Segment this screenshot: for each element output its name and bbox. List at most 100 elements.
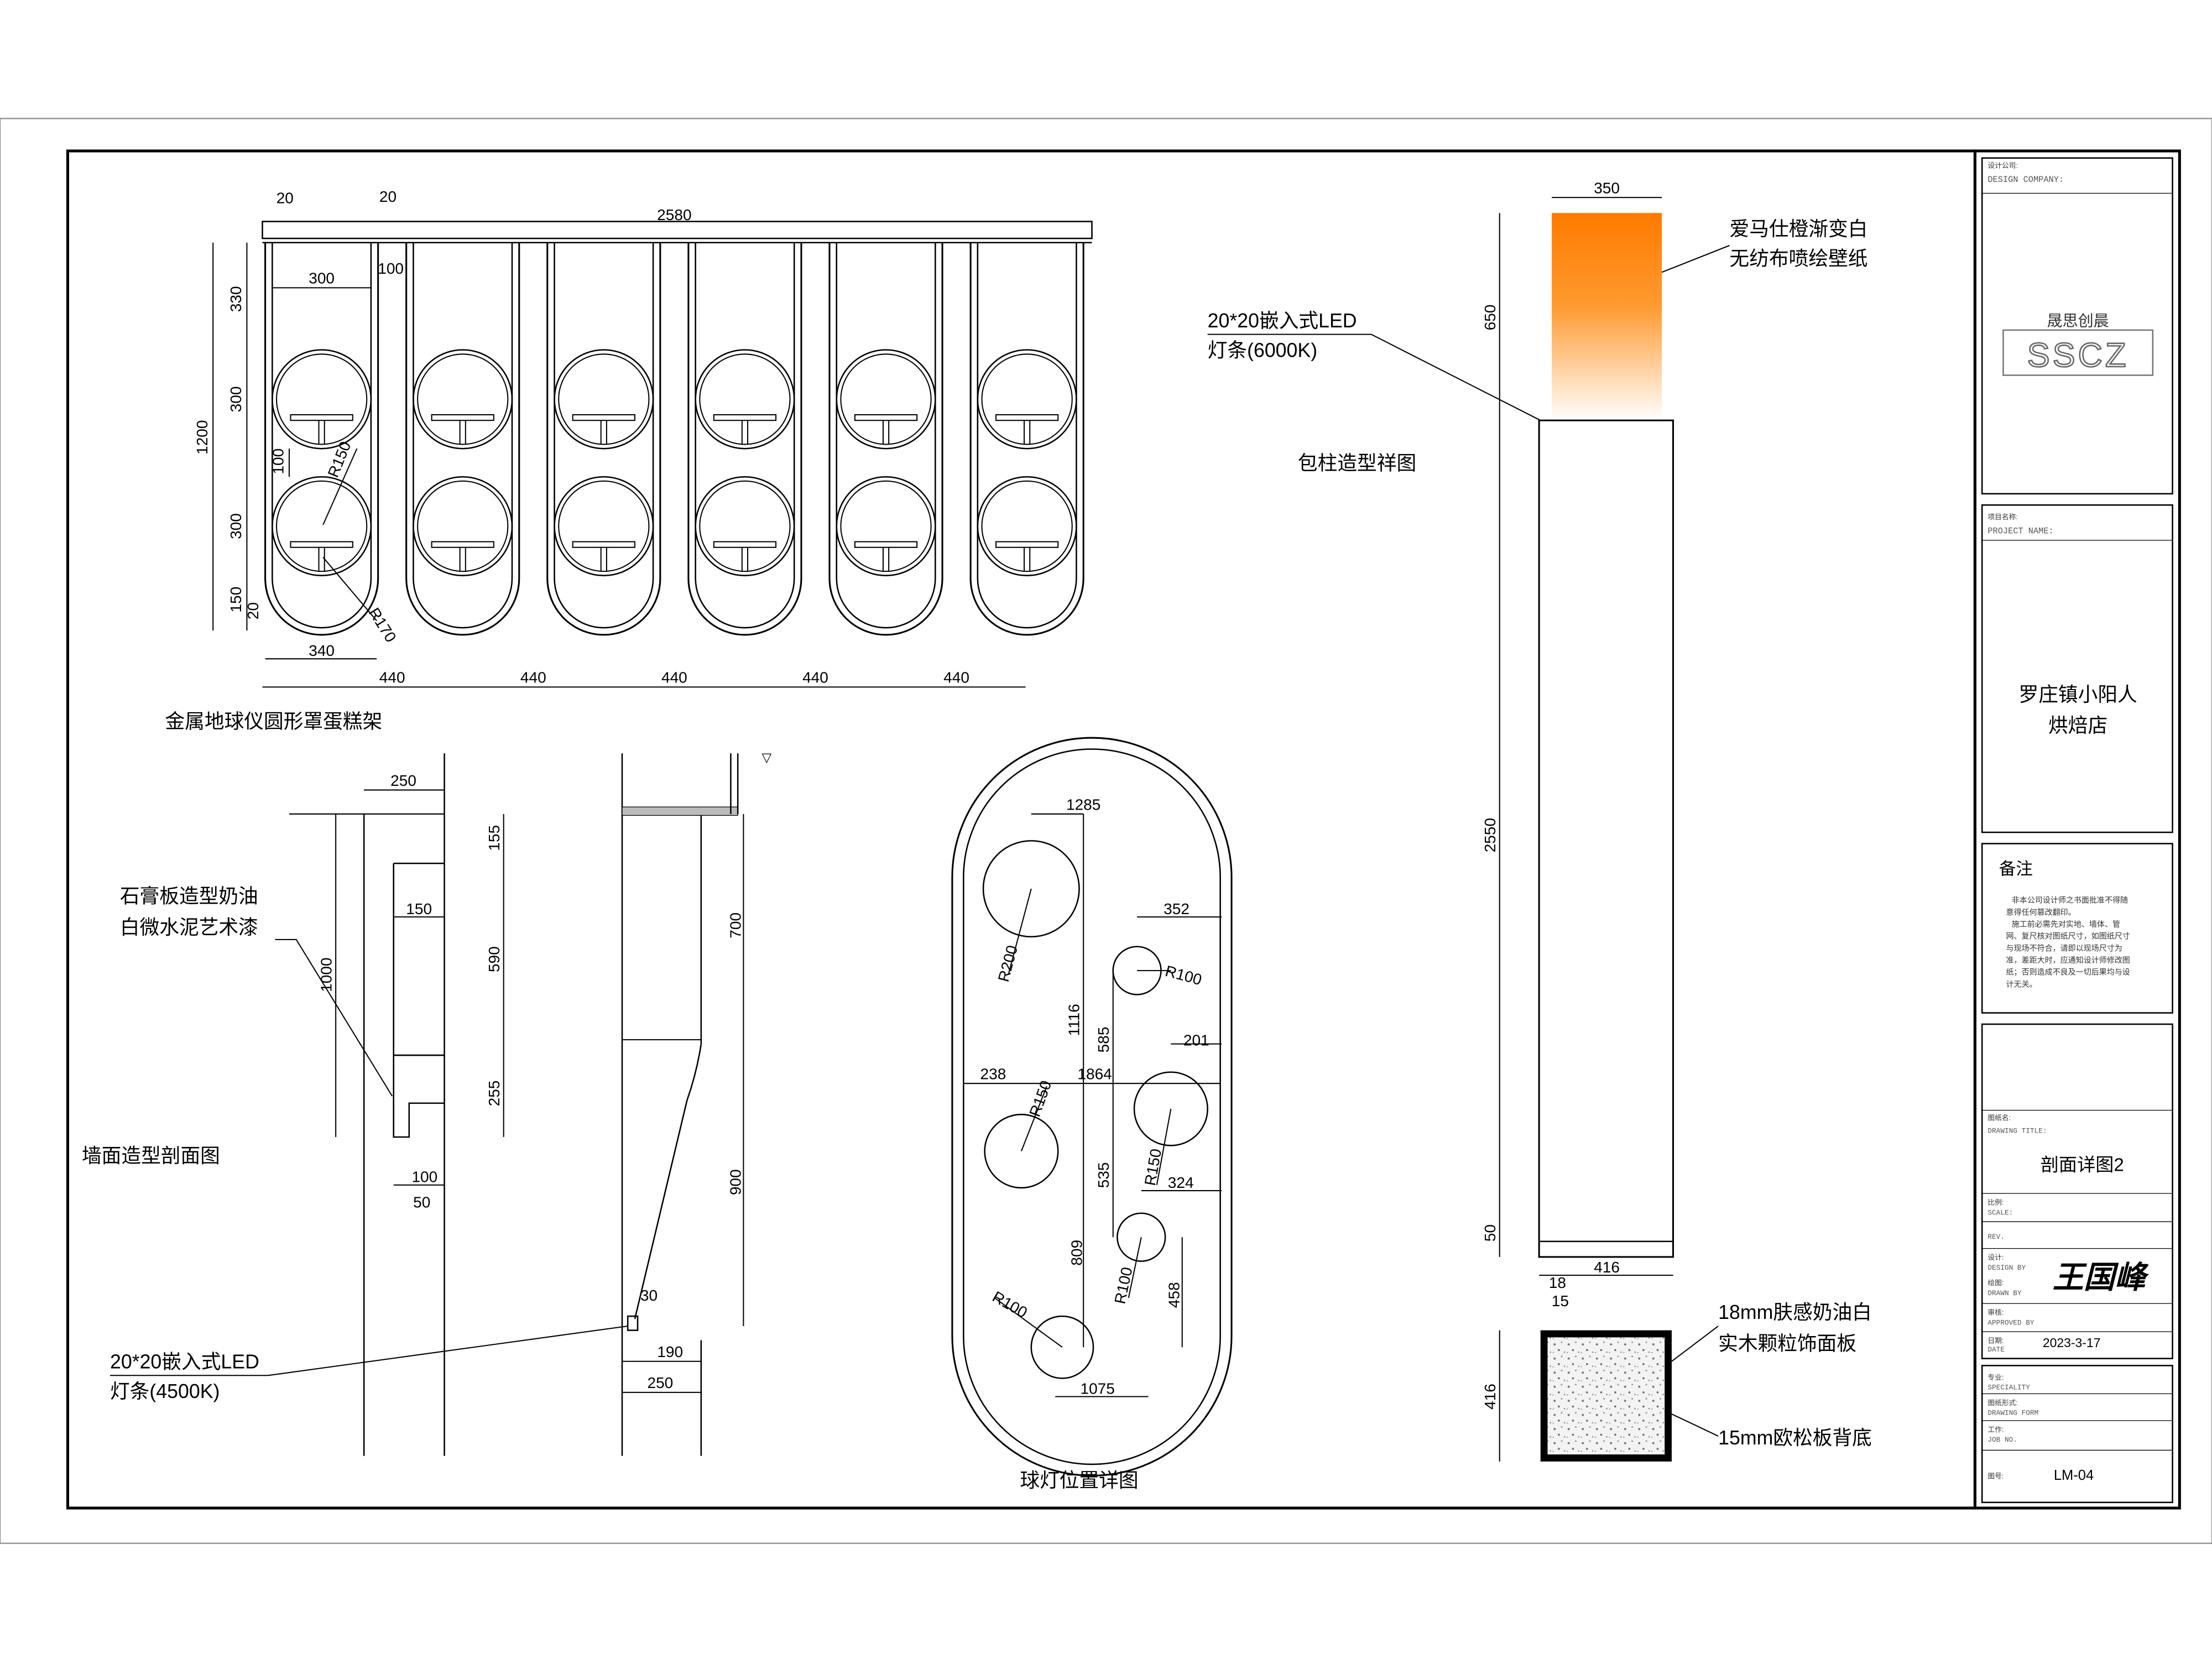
column-dim-350: 350 (1594, 179, 1620, 196)
rack-shelf (290, 414, 353, 421)
wall-dim-590: 590 (486, 946, 503, 972)
rack-globe-outer (695, 349, 795, 450)
ball-dim-1285: 1285 (1066, 796, 1100, 813)
ball-dim-238: 238 (980, 1066, 1006, 1083)
form-label: 图纸形式: (1987, 1399, 2018, 1407)
wall-dim-155: 155 (486, 825, 503, 851)
column-note-top-2: 无纺布喷绘壁纸 (1730, 248, 1868, 270)
column-note-led-2: 灯条(6000K) (1208, 339, 1317, 361)
column-note-osb: 15mm欧松板背底 (1718, 1427, 1872, 1449)
rack-dim-300a: 300 (227, 387, 244, 413)
wall-dim-190: 190 (657, 1343, 683, 1360)
rack-shelf (572, 541, 635, 548)
rack-title: 金属地球仪圆形罩蛋糕架 (165, 710, 382, 732)
rack-spacing-dim: 440 (379, 669, 405, 686)
drawing-title: 剖面详图2 (2041, 1155, 2124, 1175)
rack-shelf (995, 541, 1059, 548)
rack-globe-outer (977, 476, 1077, 577)
rack-spacing-dim: 440 (661, 669, 687, 686)
project-label: 项目名称: (1987, 513, 2018, 521)
notes-line: 准，差距大时，应通知设计师修改图 (2006, 956, 2130, 964)
rack-shelf (854, 414, 918, 421)
rack-dim-300b: 300 (227, 513, 244, 539)
ball-dim-r100a: R100 (1164, 962, 1204, 988)
wall-dim-900: 900 (727, 1169, 744, 1195)
rack-drawing: 2580 20 20 300 100 1200 330 300 300 150 … (165, 188, 1093, 732)
notes-title: 备注 (1999, 860, 2033, 879)
column-drawing: 350 650 2550 50 416 爱马仕橙渐变白 无纺布喷绘壁纸 20*2… (1208, 179, 1872, 1462)
level-marker-icon: ▽ (762, 750, 772, 765)
ball-dim-1116: 1116 (1066, 1004, 1083, 1036)
design-label-en: DESIGN BY (1987, 1264, 2026, 1272)
rack-dim-r150: R150 (325, 439, 354, 480)
rack-globe-inner (275, 353, 368, 445)
ball-dim-535: 535 (1095, 1162, 1112, 1188)
rack-frame-inner (695, 242, 795, 629)
specialty-label: 专业: (1987, 1373, 2004, 1381)
notes-line: 纸；否则造成不良及一切后果均与设 (2006, 968, 2130, 977)
notes-line: 施工前必需先对实地、墙体、管 (2012, 920, 2120, 928)
project-label-en: PROJECT NAME: (1987, 526, 2053, 536)
ball-lamp-drawing: 1285 352 R200 R100 1116 585 201 238 1864… (951, 737, 1233, 1491)
rack-globe-inner (981, 353, 1073, 445)
wall-note-led-1: 20*20嵌入式LED (110, 1350, 259, 1373)
wall-dim-100: 100 (411, 1168, 437, 1186)
ball-dim-809: 809 (1068, 1240, 1086, 1266)
rack-dim-1200: 1200 (194, 420, 211, 455)
rack-spacing-dim: 440 (802, 669, 828, 686)
rack-globe-inner (840, 353, 932, 445)
rack-globe-inner (558, 480, 650, 572)
rack-globe-inner (840, 480, 932, 572)
column-osb-fill (1547, 1337, 1665, 1455)
rack-globe-inner (417, 353, 509, 445)
specialty-label-en: SPECIALITY (1987, 1384, 2030, 1392)
wall-note-led-2: 灯条(4500K) (110, 1380, 220, 1402)
scale-label: 比例: (1987, 1198, 2004, 1207)
ball-dim-r100c: R100 (989, 1288, 1030, 1321)
rack-spacing-dim: 440 (943, 669, 969, 686)
rack-dim-340: 340 (309, 642, 335, 659)
design-label: 设计: (1987, 1253, 2004, 1261)
approved-label: 审核: (1987, 1308, 2004, 1317)
notes-line: 意得任何篡改翻印。 (2006, 907, 2076, 916)
logo-box (2002, 329, 2154, 376)
rack-dim-20: 20 (244, 602, 262, 619)
job-label-en: JOB NO. (1987, 1436, 2017, 1444)
rack-frame-inner (554, 242, 654, 629)
ball-dim-201: 201 (1183, 1031, 1209, 1048)
date-label-en: DATE (1987, 1345, 2005, 1354)
scale-label-en: SCALE: (1987, 1208, 2013, 1217)
rack-dim-300: 300 (309, 270, 335, 287)
rack-dim-r170: R170 (366, 605, 400, 645)
rack-frame-outer (546, 242, 661, 636)
design-company-en: DESIGN COMPANY: (1987, 175, 2064, 185)
ball-dim-352: 352 (1164, 900, 1190, 917)
ball-dim-1075: 1075 (1080, 1380, 1114, 1397)
ball-dim-r150a: R150 (1026, 1078, 1055, 1119)
rack-globe-inner (417, 480, 509, 572)
rack-globe-outer (272, 476, 372, 577)
column-dim-2550: 2550 (1481, 818, 1499, 852)
wall-dim-50: 50 (413, 1194, 430, 1211)
column-dim-15: 15 (1552, 1292, 1569, 1310)
rack-globe-inner (558, 353, 650, 445)
rack-globe-inner (981, 480, 1073, 572)
rack-frame-inner (836, 242, 936, 629)
rack-frame-outer (687, 242, 802, 636)
notes-line: 计无关。 (2006, 979, 2037, 988)
project-name-2: 烘焙店 (2048, 714, 2107, 737)
ball-title: 球灯位置详图 (1020, 1469, 1138, 1491)
rack-globe-outer (554, 349, 654, 450)
designer-signature: 王国峰 (2053, 1260, 2150, 1295)
column-dim-650: 650 (1481, 305, 1499, 331)
rack-globe-outer (977, 349, 1077, 450)
drawing-title-label: 图纸名: (1987, 1114, 2011, 1122)
rack-globe-outer (413, 476, 513, 577)
rack-shelf (431, 414, 494, 421)
rack-shelf (995, 414, 1059, 421)
drawing-date: 2023-3-17 (2043, 1335, 2101, 1350)
ball-dim-324: 324 (1168, 1174, 1194, 1191)
rack-shelf (713, 541, 777, 548)
drawing-title-label-en: DRAWING TITLE: (1987, 1126, 2047, 1135)
column-dim-50: 50 (1481, 1224, 1499, 1241)
